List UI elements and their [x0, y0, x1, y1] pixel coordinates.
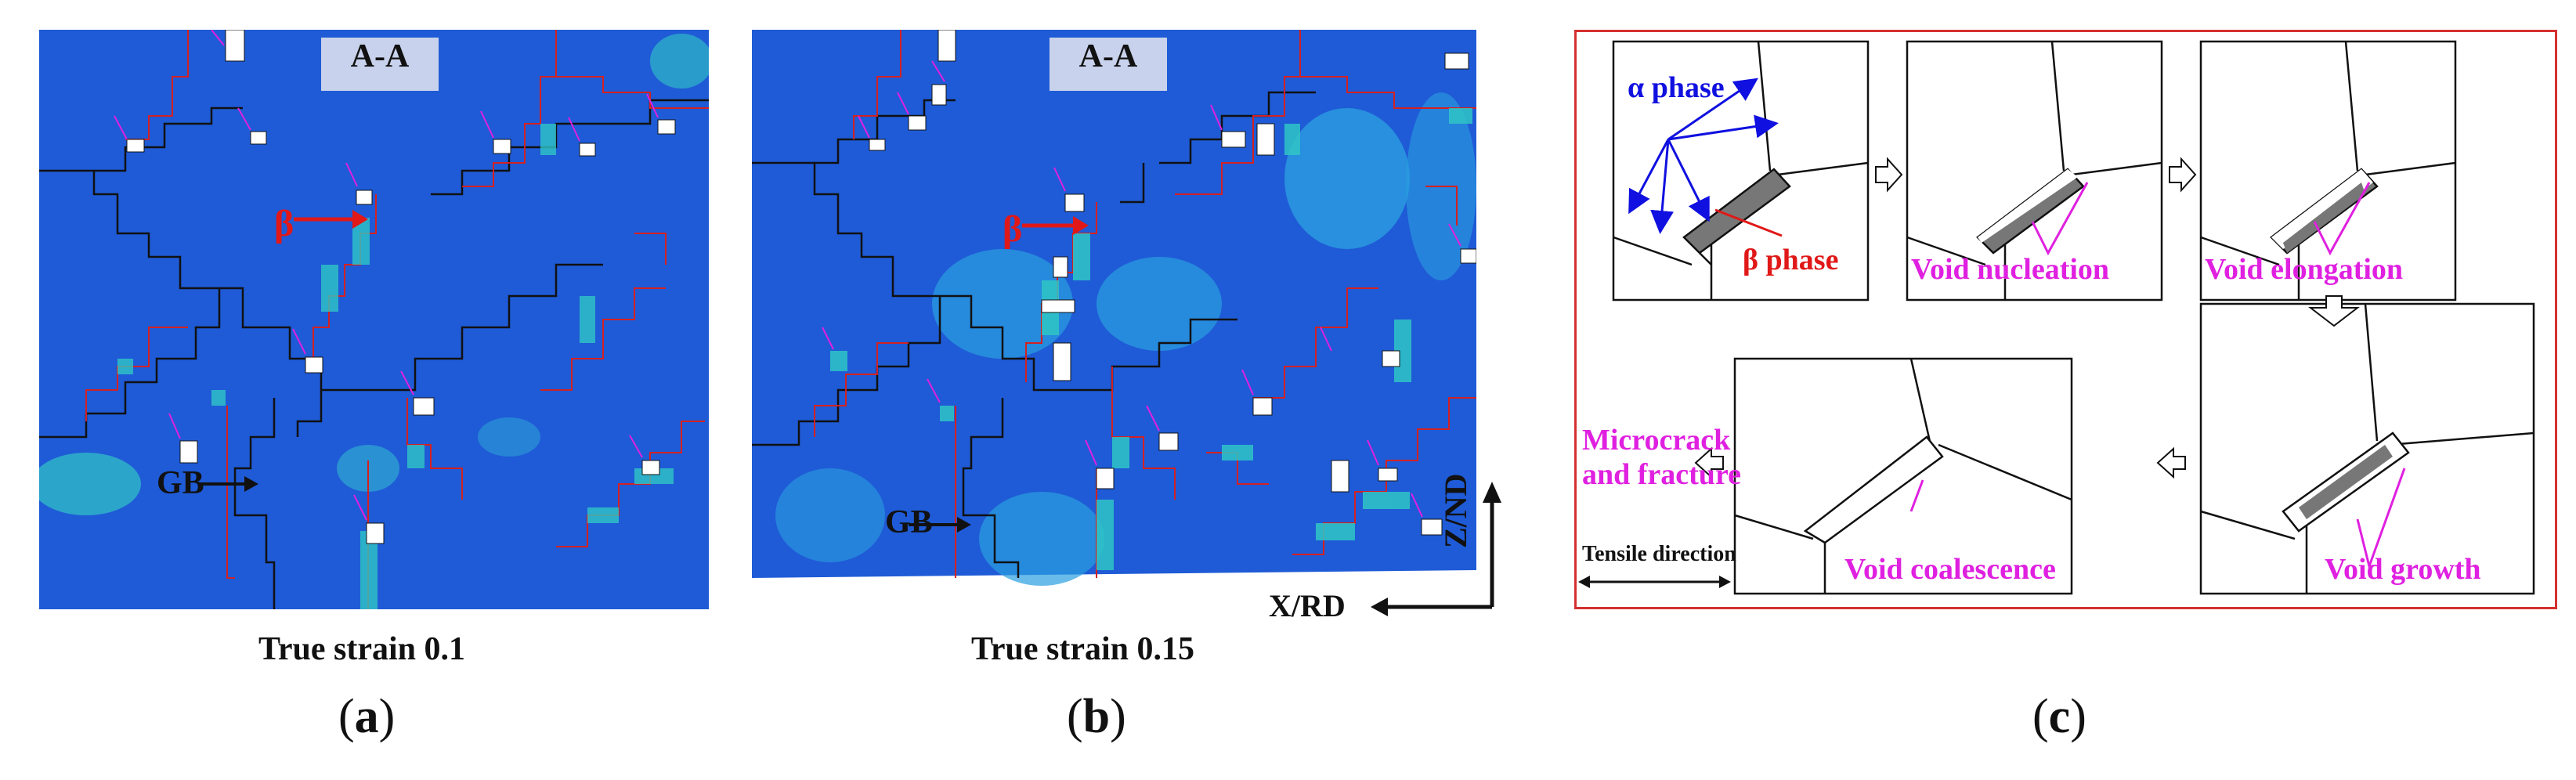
gb-label-b: GB [885, 504, 933, 540]
section-label-box-a [321, 38, 439, 91]
panel-letter-c: (c) [2032, 690, 2086, 743]
microcrack-label: Microcrack and fracture [1582, 423, 1741, 492]
beta-label-b: β [1003, 208, 1023, 250]
panel-letter-b: (b) [1067, 690, 1126, 743]
section-label-a: A-A [350, 38, 410, 74]
void-elongation-label: Void elongation [2205, 253, 2404, 286]
axis-label-z-nd: Z/ND [1438, 473, 1473, 548]
tensile-direction-label: Tensile direction [1582, 542, 1736, 566]
axes-indicator [1371, 482, 1501, 616]
schematic-diagram [1578, 40, 2535, 595]
beta-phase-label: β phase [1743, 244, 1839, 276]
schematic-frame [1574, 30, 2557, 609]
gb-label-a: GB [157, 465, 204, 501]
caption-b: True strain 0.15 [971, 631, 1195, 667]
void-growth-label: Void growth [2325, 553, 2481, 586]
axis-label-x-rd: X/RD [1269, 588, 1346, 623]
simulation-map-b [752, 30, 1476, 586]
microcrack-label-line1: Microcrack [1582, 424, 1731, 457]
void-coalescence-label: Void coalescence [1844, 553, 2056, 586]
beta-label-a: β [274, 203, 294, 244]
panel-letter-a: (a) [338, 690, 396, 743]
simulation-map-a [39, 30, 709, 609]
section-label-box-b [1050, 38, 1167, 91]
caption-a: True strain 0.1 [258, 631, 466, 667]
void-nucleation-label: Void nucleation [1911, 253, 2110, 286]
section-label-b: A-A [1078, 38, 1138, 74]
alpha-phase-label: α phase [1628, 71, 1725, 104]
microcrack-label-line2: and fracture [1582, 458, 1741, 491]
